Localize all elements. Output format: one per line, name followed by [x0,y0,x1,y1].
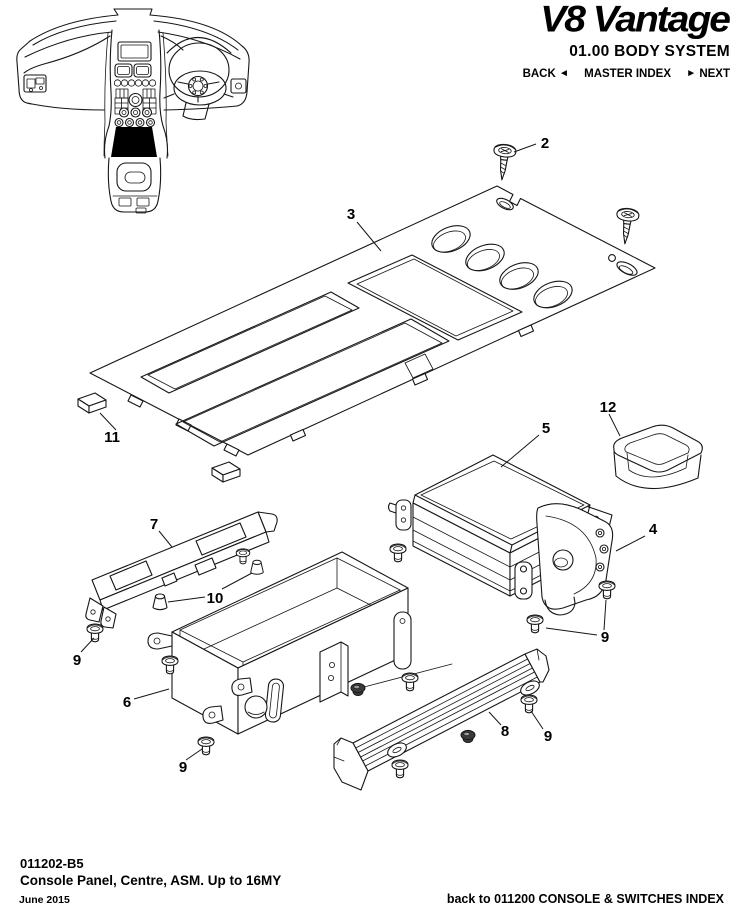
callout-11: 11 [104,429,120,446]
nav-back-link[interactable]: BACK [522,68,556,80]
nav-next-link[interactable]: NEXT [699,68,730,80]
centre-stack [103,29,169,214]
part-3-console-panel [89,185,656,457]
system-title: 01.00 BODY SYSTEM [569,43,730,60]
callout-9-a: 9 [73,652,81,669]
callout-12: 12 [600,399,617,416]
highlighted-console-area [111,127,157,157]
callout-7: 7 [150,516,158,533]
callout-9-c: 9 [601,629,609,646]
callout-8: 8 [501,723,509,740]
nav-next-arrow-icon[interactable]: ► [686,68,697,79]
document-title: Console Panel, Centre, ASM. Up to 16MY [20,873,282,888]
steering-wheel [163,42,234,121]
callout-6: 6 [123,694,131,711]
part-7-mounting-bracket [85,511,278,629]
left-switch-panel [23,74,47,93]
callout-10: 10 [207,590,224,607]
brand-logo: V8 Vantage [540,0,731,41]
nav-bar: BACK ◄ MASTER INDEX ► NEXT [523,68,730,80]
callout-labels: 2 3 11 5 12 4 7 10 9 6 9 9 8 9 [73,135,658,776]
callout-5: 5 [542,420,550,437]
instrument-binnacle [166,37,232,54]
leader-lines [80,143,646,761]
part-12-cup-insert [613,424,703,490]
switch-holes [431,225,573,309]
part-6-storage-box [147,551,453,735]
nav-back-arrow-icon[interactable]: ◄ [559,68,569,79]
part-8-slide-rail [333,648,550,791]
callout-9-b: 9 [179,759,187,776]
callout-4: 4 [649,521,658,538]
callout-3: 3 [347,206,355,223]
document-number: 011202-B5 [20,856,84,871]
back-to-index-link[interactable]: back to 011200 CONSOLE & SWITCHES INDEX [446,892,724,906]
dashboard-location-thumbnail [16,8,250,214]
callout-2: 2 [541,135,549,152]
document-date: June 2015 [19,894,70,906]
nav-master-index-link[interactable]: MASTER INDEX [584,68,672,80]
part-4-end-cap [536,503,614,616]
part-11-pads [77,392,241,483]
callout-9-d: 9 [544,728,552,745]
